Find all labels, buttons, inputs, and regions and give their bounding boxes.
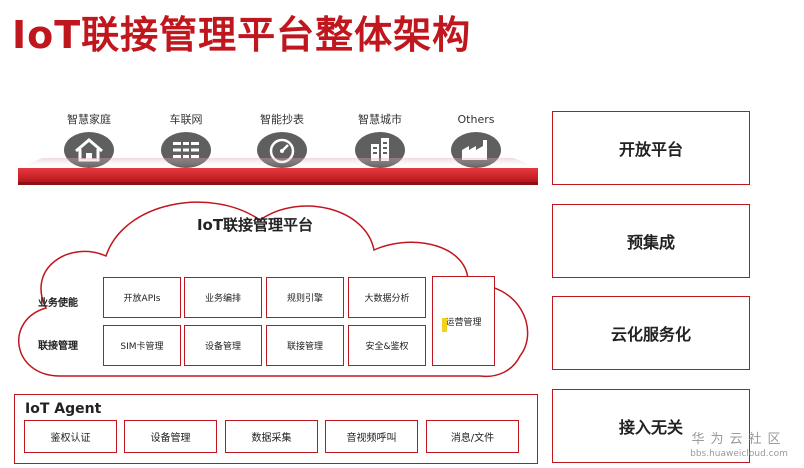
app-label: 车联网: [169, 113, 203, 126]
row-label-connection-management: 联接管理: [38, 341, 78, 352]
row-label-service-enablement: 业务使能: [38, 298, 78, 309]
module-big-data-analytics: 大数据分析: [348, 277, 426, 318]
app-label: 智能抄表: [260, 113, 304, 126]
module-rule-engine: 规则引擎: [266, 277, 344, 318]
feature-open-platform: 开放平台: [552, 111, 750, 185]
app-label: 智慧城市: [358, 113, 402, 126]
agent-module-data-collection: 数据采集: [225, 420, 318, 453]
agent-module-authentication: 鉴权认证: [24, 420, 117, 453]
application-row: 智慧家庭 车联网 智能抄表: [0, 0, 540, 190]
agent-module-device-management: 设备管理: [124, 420, 217, 453]
feature-access-agnostic: 接入无关: [552, 389, 750, 463]
app-label: Others: [457, 113, 495, 126]
iot-agent-title: IoT Agent: [25, 401, 102, 417]
feature-cloud-service: 云化服务化: [552, 296, 750, 370]
watermark: 华为云社区 bbs.huaweicloud.com: [680, 428, 798, 459]
agent-module-av-call: 音视频呼叫: [325, 420, 418, 453]
module-sim-management: SIM卡管理: [103, 325, 181, 366]
page-title: IoT联接管理平台整体架构: [12, 13, 472, 57]
module-connection-management: 联接管理: [266, 325, 344, 366]
module-open-apis: 开放APIs: [103, 277, 181, 318]
watermark-title: 华为云社区: [691, 432, 787, 447]
watermark-url: bbs.huaweicloud.com: [690, 449, 788, 459]
platform-title: IoT联接管理平台: [196, 216, 314, 234]
app-label: 智慧家庭: [67, 113, 111, 126]
application-support-bar: [18, 158, 538, 185]
iot-agent-panel: IoT Agent 鉴权认证 设备管理 数据采集 音视频呼叫 消息/文件: [14, 394, 538, 464]
text-cursor: [442, 318, 447, 332]
feature-pre-integration: 预集成: [552, 204, 750, 278]
module-device-management: 设备管理: [184, 325, 262, 366]
module-service-orchestration: 业务编排: [184, 277, 262, 318]
agent-module-message-file: 消息/文件: [426, 420, 519, 453]
module-security-auth: 安全&鉴权: [348, 325, 426, 366]
